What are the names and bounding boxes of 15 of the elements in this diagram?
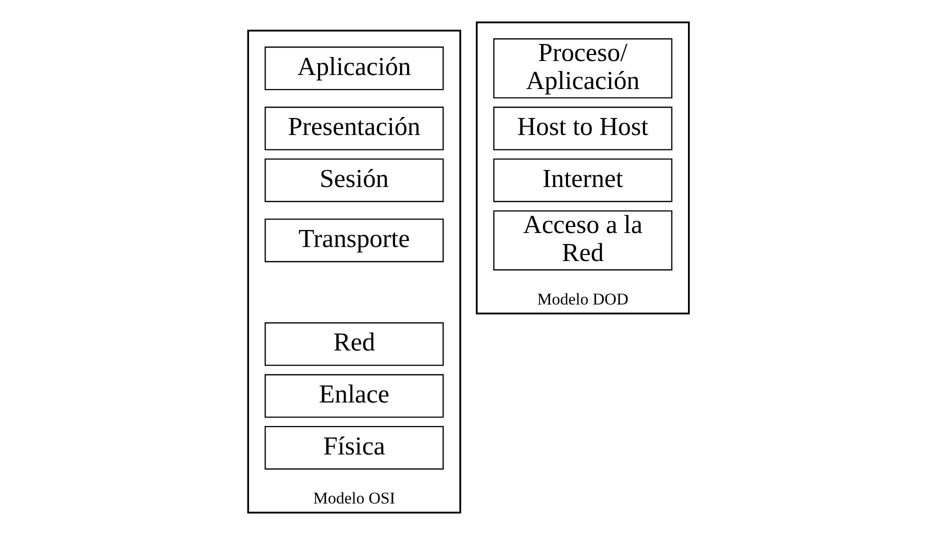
- node-box: Internet: [493, 158, 672, 202]
- cluster: [247, 30, 462, 514]
- node-box: Transporte: [264, 218, 444, 262]
- node-box: Física: [264, 426, 444, 470]
- node-box: Acceso a la Red: [493, 210, 672, 270]
- node-box: Sesión: [264, 158, 444, 202]
- node-box: Enlace: [264, 374, 444, 418]
- node-box: Red: [264, 322, 444, 366]
- cluster: [476, 22, 690, 314]
- node-box: Presentación: [264, 106, 444, 150]
- node-box: Proceso/ Aplicación: [493, 38, 672, 98]
- node-box: Host to Host: [493, 106, 672, 150]
- node-label: Modelo DOD: [537, 289, 628, 308]
- node-label: Modelo OSI: [313, 488, 396, 508]
- node-box: Aplicación: [264, 46, 444, 90]
